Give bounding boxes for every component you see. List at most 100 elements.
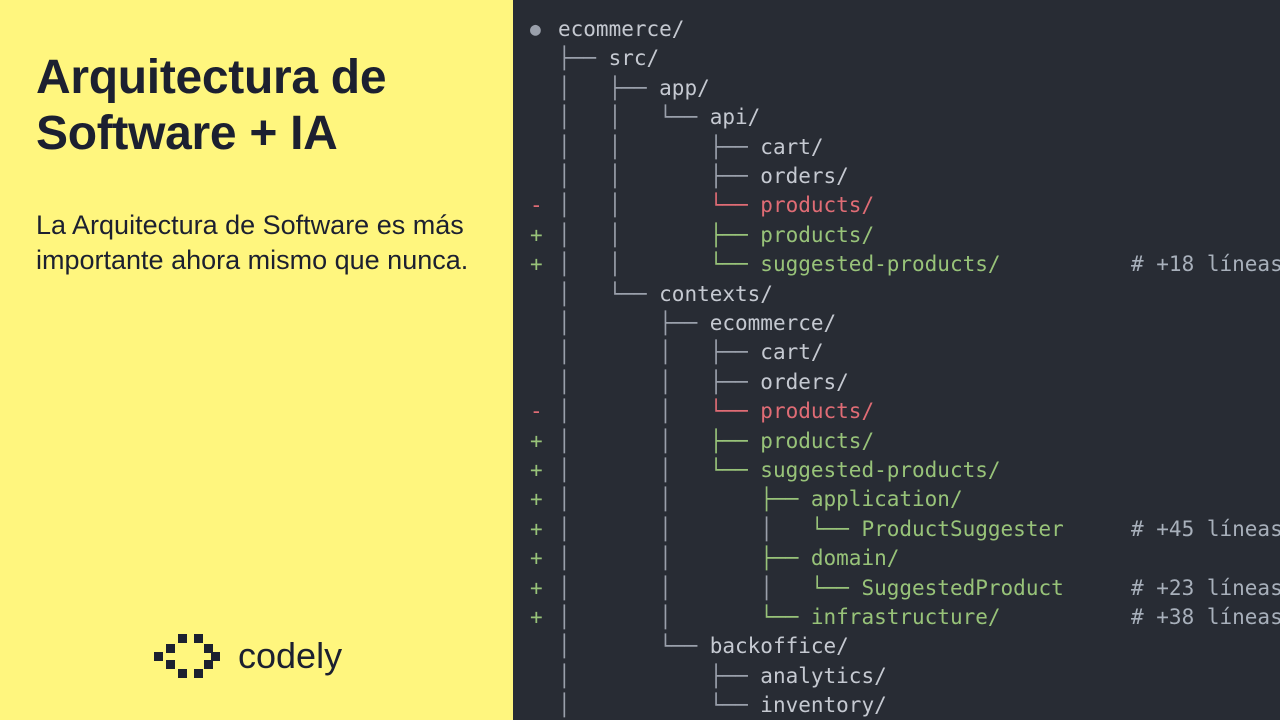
tree-entry-name: application/: [810, 487, 963, 512]
tree-entry-name: ecommerce/: [709, 311, 837, 335]
tree-branch: ├──: [709, 222, 761, 247]
tree-entry-name: ecommerce/: [558, 17, 685, 41]
diff-marker: +: [530, 516, 543, 541]
tree-entry-name: cart/: [760, 134, 824, 159]
tree-branch: └──: [659, 634, 710, 659]
tree-entry: │ ├── ecommerce/: [558, 309, 836, 338]
tree-guide: │ │: [558, 458, 710, 482]
tree-branch: ├──: [558, 46, 609, 71]
tree-guide: │ │: [558, 222, 710, 247]
tree-guide: │ │: [558, 193, 710, 218]
diff-marker: +: [530, 487, 543, 512]
tree-guide: │: [558, 75, 609, 100]
tree-entry: │ └── backoffice/: [558, 632, 849, 661]
diff-marker: +: [530, 222, 543, 247]
tree-entry: │ │ ├── cart/: [558, 338, 824, 367]
tree-branch: ├──: [709, 428, 761, 453]
tree-branch: └──: [659, 105, 710, 130]
tree-branch: ├──: [709, 369, 761, 394]
tree-branch: ├──: [659, 311, 710, 335]
tree-branch: ├──: [760, 487, 811, 512]
tree-entry: │ ├── analytics/: [558, 662, 887, 691]
tree-branch: └──: [608, 281, 660, 306]
tree-entry-name: src/: [608, 46, 660, 71]
tree-guide: │ │: [558, 252, 710, 277]
tree-entry: │ │ └── suggested-products/: [558, 456, 1001, 485]
tree-branch: └──: [810, 516, 862, 541]
tree-branch: ├──: [709, 164, 761, 188]
line-count-comment: # +23 líneas: [1131, 575, 1280, 600]
diff-marker: -: [530, 399, 543, 424]
tree-entry-name: cart/: [760, 340, 824, 365]
tree-entry: │ └── contexts/: [558, 280, 773, 309]
slide-text-panel: Arquitectura de Software + IA La Arquite…: [0, 0, 513, 720]
tree-entry-name: api/: [709, 105, 761, 130]
tree-entry-name: backoffice/: [709, 634, 849, 659]
tree-entry: │ │ ├── orders/: [558, 368, 849, 397]
diff-marker: -: [530, 193, 543, 218]
tree-branch: ├──: [709, 340, 761, 365]
tree-entry: │ │ └── infrastructure/: [558, 603, 1001, 632]
tree-entry: │ └── inventory/: [558, 691, 887, 720]
diff-marker: +: [530, 252, 543, 277]
tree-guide: │ │ │: [558, 516, 811, 541]
brand-name: codely: [238, 635, 343, 676]
tree-entry-name: products/: [760, 222, 875, 247]
tree-entry: │ │ ├── application/: [558, 485, 963, 514]
tree-entry: │ │ ├── cart/: [558, 133, 824, 162]
tree-guide: │ │: [558, 340, 710, 365]
tree-entry-name: products/: [760, 399, 875, 424]
tree-guide: │: [558, 693, 710, 718]
tree-branch: └──: [709, 693, 761, 718]
tree-branch: ├──: [709, 663, 761, 688]
tree-entry: ├── src/: [558, 44, 659, 73]
codely-logo-icon: [154, 634, 220, 678]
tree-guide: │ │: [558, 546, 761, 571]
tree-guide: │ │: [558, 369, 710, 394]
tree-entry: │ │ └── products/: [558, 397, 874, 426]
tree-entry-name: SuggestedProduct: [861, 575, 1064, 600]
diff-marker: +: [530, 575, 543, 600]
diff-marker: +: [530, 458, 543, 482]
tree-entry: ecommerce/: [558, 15, 684, 44]
tree-entry: │ │ │ └── ProductSuggester: [558, 515, 1064, 544]
tree-entry: │ │ │ └── SuggestedProduct: [558, 574, 1064, 603]
tree-guide: │ │: [558, 487, 761, 512]
tree-entry: │ │ └── products/: [558, 191, 874, 220]
slide-title: Arquitectura de Software + IA: [36, 51, 387, 160]
tree-guide: │: [558, 281, 609, 306]
line-count-comment: # +18 líneas: [1131, 252, 1280, 277]
tree-entry: │ │ ├── domain/: [558, 544, 899, 573]
tree-branch: └──: [810, 575, 862, 600]
diff-marker: ●: [530, 19, 541, 40]
tree-guide: │ │: [558, 428, 710, 453]
tree-entry-name: contexts/: [659, 281, 773, 306]
tree-branch: └──: [709, 252, 761, 277]
diff-marker: +: [530, 605, 543, 629]
tree-entry: │ │ ├── orders/: [558, 162, 849, 191]
tree-guide: │: [558, 663, 710, 688]
tree-branch: └──: [709, 458, 761, 482]
tree-entry-name: products/: [760, 193, 875, 218]
tree-branch: └──: [760, 605, 811, 629]
brand: codely: [154, 632, 342, 680]
directory-tree-terminal: ●ecommerce/├── src/│ ├── app/│ │ └── api…: [513, 0, 1280, 720]
diff-marker: +: [530, 546, 543, 571]
tree-entry-name: inventory/: [760, 693, 887, 718]
slide-subtitle: La Arquitectura de Software es más impor…: [36, 210, 469, 275]
tree-entry-name: ProductSuggester: [861, 516, 1064, 541]
tree-entry-name: suggested-products/: [760, 458, 1001, 482]
tree-entry-name: products/: [760, 428, 875, 453]
tree-entry-name: domain/: [810, 546, 900, 571]
tree-entry-name: orders/: [760, 164, 849, 188]
tree-branch: ├──: [709, 134, 761, 159]
tree-branch: └──: [709, 193, 761, 218]
tree-entry-name: infrastructure/: [810, 605, 1001, 629]
diff-marker: +: [530, 428, 543, 453]
tree-guide: │ │: [558, 605, 761, 629]
tree-guide: │ │ │: [558, 575, 811, 600]
tree-guide: │: [558, 634, 660, 659]
tree-guide: │ │: [558, 399, 710, 424]
tree-branch: ├──: [760, 546, 811, 571]
tree-entry: │ │ ├── products/: [558, 427, 874, 456]
